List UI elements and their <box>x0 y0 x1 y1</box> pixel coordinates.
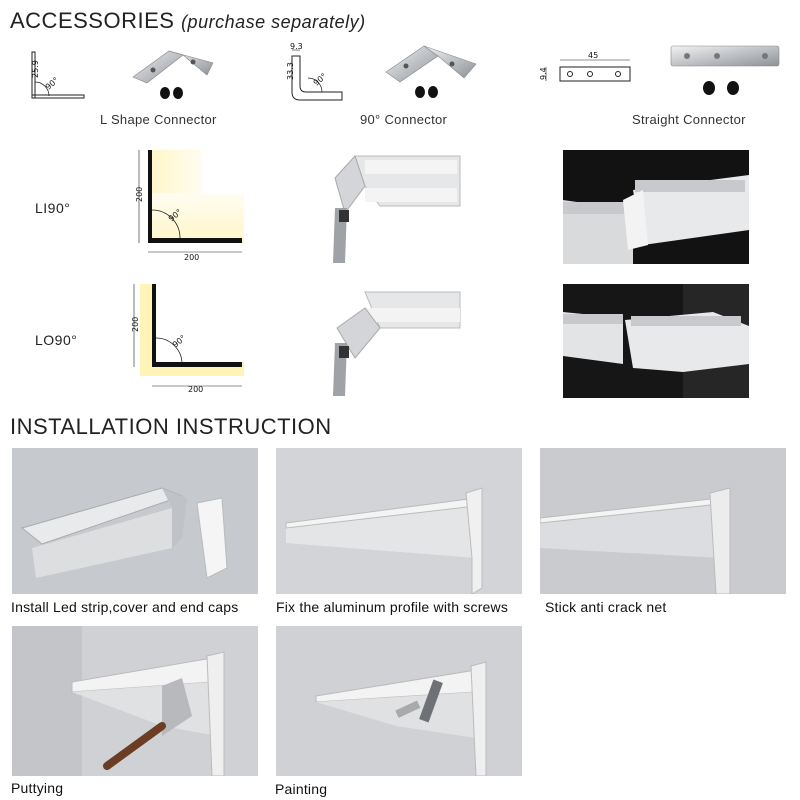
profile-li90-name: LI90° <box>35 200 71 216</box>
profile-lo90-name: LO90° <box>35 332 78 348</box>
accessories-title-text: ACCESSORIES <box>10 8 175 33</box>
step-4-caption: Puttying <box>11 780 64 796</box>
profile-lo90-drawing: 90° 200 200 <box>131 284 244 394</box>
l-shape-connector-label: L Shape Connector <box>100 112 217 127</box>
l-shape-connector-photo <box>132 50 214 99</box>
l-shape-angle: 90° <box>44 76 61 92</box>
ninety-connector-label: 90° Connector <box>360 112 448 127</box>
profile-lo90-dim-h: 200 <box>188 385 203 394</box>
step-5-caption: Painting <box>275 781 328 797</box>
ninety-connector-drawing: 9.3 33.3 90° <box>286 42 343 101</box>
ninety-dim-top: 9.3 <box>290 42 303 51</box>
profile-li90-render <box>333 155 461 263</box>
straight-connector-photo <box>670 45 780 95</box>
profile-li90-photo <box>563 150 749 264</box>
step-3-photo <box>540 448 786 594</box>
step-2-photo <box>276 448 522 594</box>
installation-title: INSTALLATION INSTRUCTION <box>10 414 332 439</box>
ninety-angle: 90° <box>312 72 329 88</box>
profile-lo90-dim-v: 200 <box>131 317 140 332</box>
step-3-caption: Stick anti crack net <box>545 599 667 615</box>
step-4-photo <box>12 626 258 776</box>
profile-lo90-angle: 90° <box>171 333 188 349</box>
profile-lo90-render <box>333 291 461 396</box>
straight-dim-len: 45 <box>588 52 598 60</box>
accessories-subtitle: (purchase separately) <box>181 12 366 32</box>
step-5-photo <box>276 626 522 776</box>
l-shape-connector-drawing: 25.9 90° <box>31 51 85 99</box>
step-1-photo <box>12 448 258 594</box>
l-shape-dim: 25.9 <box>31 60 40 78</box>
step-2-caption: Fix the aluminum profile with screws <box>276 599 509 615</box>
ninety-connector-photo <box>385 45 477 98</box>
straight-connector-drawing: 45 9.4 <box>539 52 631 82</box>
ninety-dim-side: 33.3 <box>286 62 295 80</box>
step-1-caption: Install Led strip,cover and end caps <box>11 599 239 615</box>
profile-li90-drawing: 90° 200 200 <box>135 150 244 262</box>
straight-connector-label: Straight Connector <box>632 112 746 127</box>
straight-dim-h: 9.4 <box>539 67 548 80</box>
profile-lo90-photo <box>563 284 749 398</box>
profile-li90-dim-h: 200 <box>184 253 199 262</box>
accessories-title: ACCESSORIES (purchase separately) <box>10 8 366 34</box>
profile-li90-dim-v: 200 <box>135 187 144 202</box>
